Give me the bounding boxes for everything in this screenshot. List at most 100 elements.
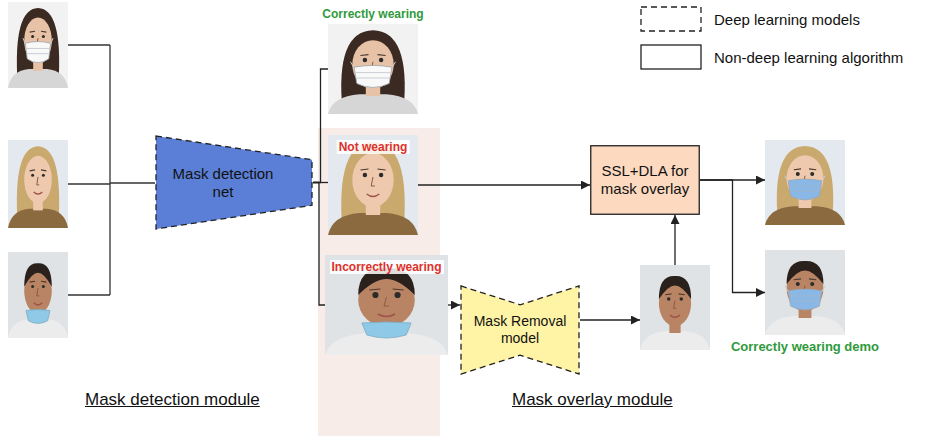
- box-outline: [591, 146, 700, 215]
- photo-label: Not wearing: [337, 140, 410, 154]
- clothing: [8, 69, 68, 88]
- eyebrow: [30, 169, 47, 171]
- ear-loop: [785, 176, 825, 182]
- legend-entry: Non-deep learning algorithm: [640, 44, 903, 70]
- mask-pleat: [790, 296, 820, 301]
- ear-loop: [785, 286, 825, 292]
- eye: [363, 58, 368, 63]
- eye: [796, 172, 800, 176]
- eyebrow: [794, 168, 816, 170]
- flow-connector: [313, 183, 325, 306]
- photo-correct: Correctly wearing: [328, 24, 418, 114]
- face: [24, 17, 52, 63]
- photo-result: Correctly wearing demo: [765, 250, 845, 335]
- bracket-line: [109, 45, 110, 295]
- bracket-line: [68, 294, 110, 295]
- photo-background: [328, 135, 418, 235]
- mouth: [378, 314, 395, 317]
- legend-entry: Deep learning models: [640, 6, 860, 32]
- module-label: Mask overlay module: [512, 390, 673, 410]
- face-photo: [640, 265, 710, 350]
- photo-incorrect: Incorrectly wearing: [325, 255, 448, 355]
- flow-connector: [448, 304, 460, 305]
- nose: [674, 301, 677, 309]
- eye: [363, 173, 368, 178]
- hair: [24, 263, 52, 286]
- mask-pleat: [356, 73, 390, 78]
- photo-label: Correctly wearing demo: [731, 339, 879, 355]
- clothing: [640, 331, 710, 350]
- photo-background: [328, 24, 418, 114]
- photo-background: [765, 140, 845, 225]
- eye: [680, 297, 684, 301]
- legend-text: Deep learning models: [714, 11, 860, 28]
- face-photo: [765, 250, 845, 335]
- ear-loop: [23, 38, 53, 44]
- clothing: [328, 94, 418, 114]
- clothing: [765, 316, 845, 335]
- eye: [42, 35, 45, 38]
- bracket-line: [68, 183, 110, 184]
- node-label: Mask Removal model: [468, 313, 572, 347]
- face-photo: [8, 140, 68, 228]
- eye: [810, 172, 814, 176]
- bracket-line: [68, 44, 110, 45]
- face: [352, 40, 393, 89]
- legend-swatch: [641, 7, 701, 31]
- face: [24, 156, 52, 204]
- eyebrow: [30, 31, 47, 33]
- eyebrow: [665, 293, 685, 295]
- eye: [42, 285, 45, 288]
- hair: [787, 261, 824, 284]
- face-mask: [25, 42, 50, 63]
- legend-text: Non-deep learning algorithm: [714, 49, 903, 66]
- mask-pleat: [27, 48, 50, 53]
- eye: [42, 174, 45, 177]
- removal-model: Mask Removal model: [460, 285, 580, 375]
- hourglass-outline: [461, 286, 579, 374]
- nose: [37, 288, 39, 296]
- eyebrow: [369, 289, 403, 290]
- face-photo: [765, 140, 845, 225]
- node-shape: [328, 24, 418, 114]
- overlay-box: SSL+DLA for mask overlay: [590, 145, 700, 215]
- photo-label: Correctly wearing: [322, 7, 423, 21]
- photo-not-wearing: Not wearing: [328, 135, 418, 235]
- node-shape: [765, 250, 845, 335]
- photo-background: [8, 2, 68, 88]
- photo-background: [765, 250, 845, 335]
- eyebrow: [360, 169, 385, 170]
- mouth: [367, 194, 380, 197]
- eye: [372, 292, 378, 298]
- photo-background: [8, 140, 68, 228]
- face-photo: [325, 255, 448, 355]
- face-photo: [328, 24, 418, 114]
- photo-label: Incorrectly wearing: [329, 260, 443, 274]
- mask-pleat: [790, 186, 820, 191]
- ear-loop: [351, 62, 396, 68]
- node-shape: [155, 135, 313, 230]
- photo-background: [640, 265, 710, 350]
- eye: [31, 174, 34, 177]
- face-mask: [354, 65, 392, 87]
- detection-net: Mask detection net: [155, 135, 313, 230]
- eyebrow: [30, 281, 47, 283]
- hair: [659, 276, 691, 299]
- nose: [37, 177, 39, 185]
- legend-sample: [640, 44, 702, 70]
- face-mask: [788, 289, 822, 310]
- eye: [379, 173, 384, 178]
- eye: [394, 292, 400, 298]
- eye: [31, 35, 34, 38]
- bracket-line: [110, 182, 155, 183]
- face-mask: [26, 310, 50, 324]
- mouth: [34, 192, 42, 194]
- face-photo: [8, 252, 68, 338]
- legend-swatch: [641, 45, 701, 69]
- eye: [667, 297, 671, 301]
- flow-arrow: [580, 319, 640, 320]
- face-photo: [328, 135, 418, 235]
- clothing: [328, 213, 418, 235]
- face: [352, 153, 393, 207]
- eye: [796, 282, 800, 286]
